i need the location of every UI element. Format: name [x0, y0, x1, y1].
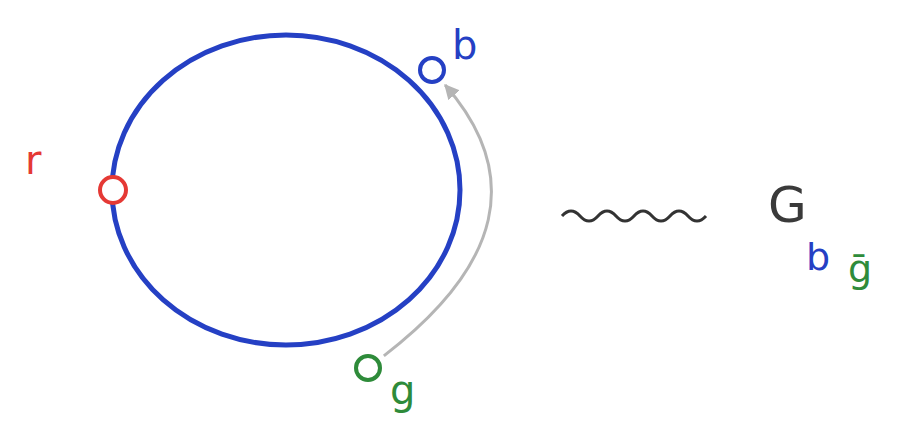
quark-circle: g — [354, 354, 382, 382]
color-flow-arrow — [384, 85, 492, 356]
quark-outline — [98, 175, 128, 205]
color-index: b — [806, 238, 830, 276]
quark-outline — [418, 56, 446, 84]
gluon-wavy-line — [562, 211, 706, 221]
quark-circle: r — [98, 175, 128, 205]
color-label: b — [452, 25, 477, 65]
color-label: r — [25, 140, 41, 180]
color-label: g — [390, 370, 415, 410]
quark-circle: b — [418, 56, 446, 84]
quark-outline — [354, 354, 382, 382]
color-loop — [112, 35, 460, 345]
gluon-symbol: G — [768, 180, 807, 230]
anticolor-index: ḡ — [848, 250, 872, 288]
